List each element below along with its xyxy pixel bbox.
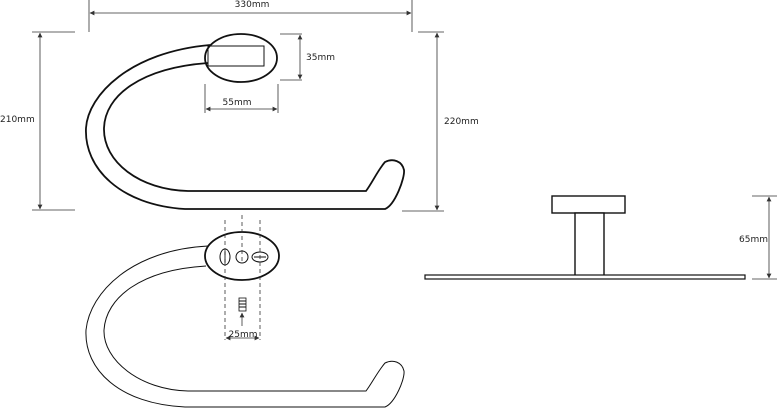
dim-label-projection: 65mm bbox=[739, 235, 768, 245]
side-mount-cap bbox=[551, 195, 626, 214]
top-mount-flange bbox=[204, 33, 278, 83]
bottom-view: 25mm bbox=[85, 215, 405, 408]
side-ring-bar bbox=[424, 274, 746, 280]
top-mount-block bbox=[207, 45, 265, 67]
dim-label-overall-width: 330mm bbox=[235, 0, 270, 10]
dim-label-mount-width: 55mm bbox=[223, 98, 252, 108]
top-view: 330mm 35mm 55mm 210mm 220mm bbox=[0, 0, 479, 212]
side-view: 65mm bbox=[424, 195, 777, 280]
dim-label-mount-height: 35mm bbox=[306, 53, 335, 63]
top-ring-outer bbox=[85, 44, 405, 210]
dim-label-right-height: 220mm bbox=[444, 117, 479, 127]
side-mount-post bbox=[574, 212, 605, 277]
dim-label-hole-spacing: 25mm bbox=[229, 330, 258, 340]
dim-label-left-height: 210mm bbox=[0, 115, 35, 125]
bottom-ring-outer bbox=[85, 245, 405, 408]
